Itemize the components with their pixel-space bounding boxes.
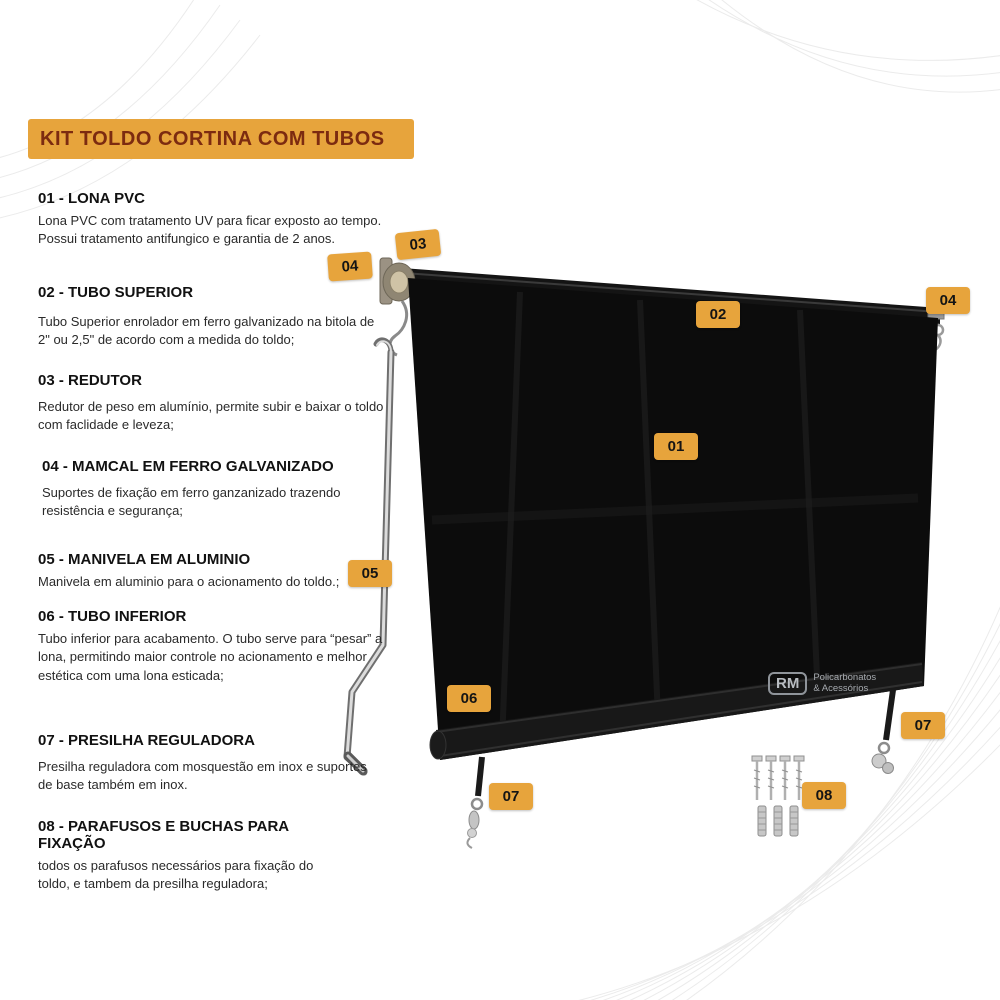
tarp xyxy=(408,278,938,760)
brand-logo: RM xyxy=(768,672,808,695)
part-body: Presilha reguladora com mosquestão em in… xyxy=(38,759,367,793)
page-title-text: KIT TOLDO CORTINA COM TUBOS xyxy=(40,127,385,150)
part-section-05: 05 - MANIVELA EM ALUMINIO Manivela em al… xyxy=(38,551,384,591)
part-badge-02: 02 xyxy=(696,301,740,328)
part-body: Manivela em aluminio para o acionamento … xyxy=(38,574,340,589)
part-badge-03: 03 xyxy=(394,228,442,261)
part-heading: 08 - PARAFUSOS E BUCHAS PARA FIXAÇÃO xyxy=(38,818,289,852)
part-heading: 04 - MAMCAL EM FERRO GALVANIZADO xyxy=(42,458,334,475)
part-body: todos os parafusos necessários para fixa… xyxy=(38,858,314,892)
part-section-07: 07 - PRESILHA REGULADORA Presilha regula… xyxy=(38,732,384,795)
part-heading: 01 - LONA PVC xyxy=(38,190,145,207)
part-heading: 06 - TUBO INFERIOR xyxy=(38,608,187,625)
part-section-02: 02 - TUBO SUPERIOR Tubo Superior enrolad… xyxy=(38,284,384,350)
part-body: Lona PVC com tratamento UV para ficar ex… xyxy=(38,213,382,247)
page-title: KIT TOLDO CORTINA COM TUBOS xyxy=(28,119,414,159)
part-badge-06: 06 xyxy=(447,685,491,712)
part-badge-08: 08 xyxy=(802,782,846,809)
part-heading: 02 - TUBO SUPERIOR xyxy=(38,284,194,301)
bottom-tube xyxy=(429,662,924,760)
part-badge-07-right: 07 xyxy=(901,712,945,739)
part-section-01: 01 - LONA PVC Lona PVC com tratamento UV… xyxy=(38,190,384,249)
part-section-08: 08 - PARAFUSOS E BUCHAS PARA FIXAÇÃO tod… xyxy=(38,818,338,894)
reducer-end-cap xyxy=(379,257,416,357)
part-badge-01: 01 xyxy=(654,433,698,460)
part-body: Tubo Superior enrolador em ferro galvani… xyxy=(38,314,375,348)
part-heading: 05 - MANIVELA EM ALUMINIO xyxy=(38,551,251,568)
left-strap-hook xyxy=(466,756,485,849)
brand-name: Policarbonatos & Acessórios xyxy=(813,671,877,694)
part-badge-04-right: 04 xyxy=(926,287,970,314)
crank-handle xyxy=(343,337,395,776)
part-body: Redutor de peso em alumínio, permite sub… xyxy=(38,399,384,433)
part-badge-04-left: 04 xyxy=(327,251,373,282)
part-badge-07-left: 07 xyxy=(489,783,533,810)
part-heading: 03 - REDUTOR xyxy=(38,372,142,389)
part-body: Tubo inferior para acabamento. O tubo se… xyxy=(38,631,383,683)
part-body: Suportes de fixação em ferro ganzanizado… xyxy=(42,485,341,519)
part-badge-05: 05 xyxy=(348,560,392,587)
part-section-03: 03 - REDUTOR Redutor de peso em alumínio… xyxy=(38,372,384,435)
brand-watermark: RM Policarbonatos & Acessórios xyxy=(768,672,876,695)
part-section-04: 04 - MAMCAL EM FERRO GALVANIZADO Suporte… xyxy=(42,458,384,521)
screws-and-anchors xyxy=(751,755,805,837)
part-section-06: 06 - TUBO INFERIOR Tubo inferior para ac… xyxy=(38,608,384,685)
right-strap-pulley xyxy=(871,689,896,774)
part-heading: 07 - PRESILHA REGULADORA xyxy=(38,732,255,749)
